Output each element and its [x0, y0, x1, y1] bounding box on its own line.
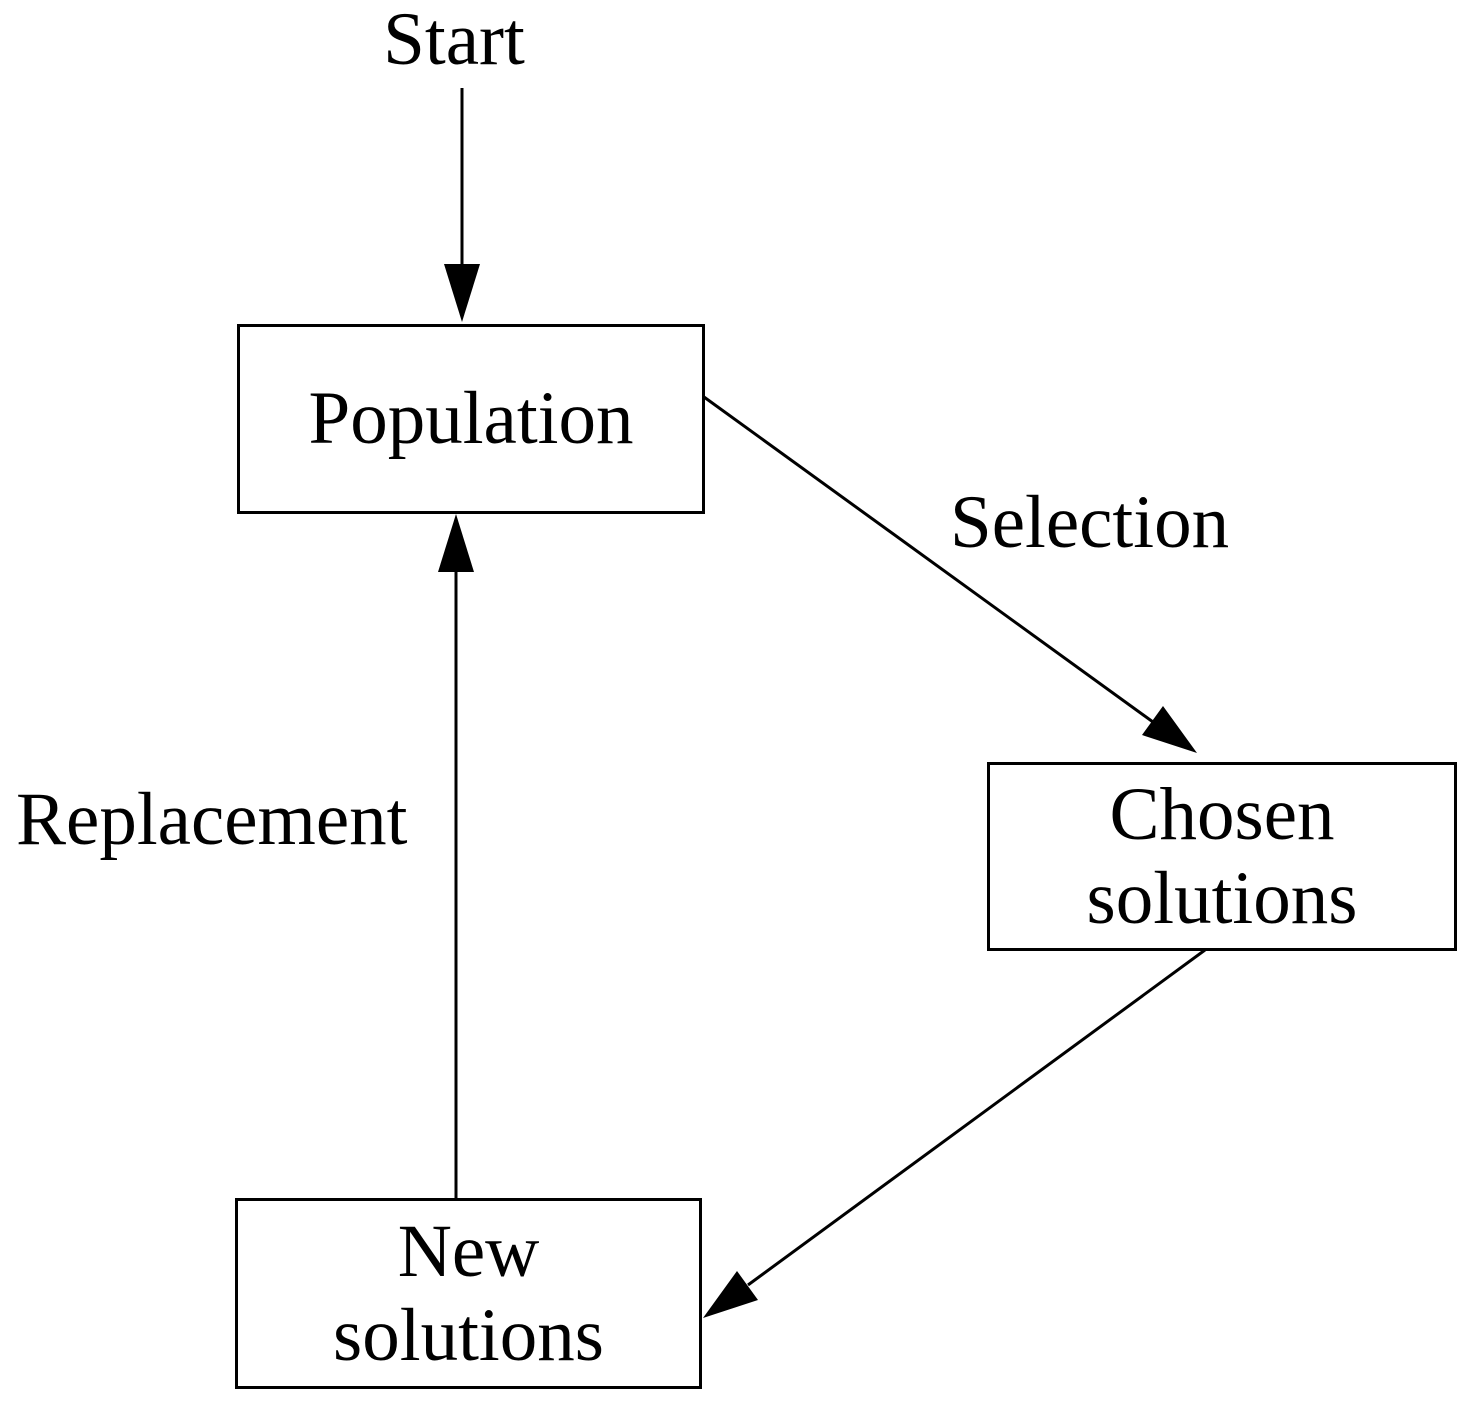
replacement-edge-label: Replacement — [16, 778, 408, 861]
chosen-to-new-arrow-line — [747, 948, 1206, 1287]
selection-arrow-line — [703, 395, 1154, 724]
chosen-to-new-arrow — [703, 948, 1206, 1318]
replacement-arrowhead-icon — [438, 514, 474, 572]
chosen-solutions-label-line1: Chosen — [1109, 772, 1335, 856]
population-node: Population — [237, 324, 705, 514]
selection-edge-label: Selection — [950, 481, 1230, 564]
selection-arrow — [703, 395, 1197, 753]
start-arrowhead-icon — [444, 264, 480, 322]
chosen-solutions-label-line2: solutions — [1086, 856, 1358, 940]
start-to-population-arrow — [444, 88, 480, 322]
chosen-to-new-arrowhead-icon — [703, 1271, 758, 1318]
start-label: Start — [383, 0, 525, 81]
new-solutions-node: New solutions — [235, 1198, 702, 1389]
population-node-label: Population — [308, 377, 634, 460]
new-solutions-label-line1: New — [397, 1209, 540, 1293]
replacement-arrow — [438, 514, 474, 1198]
chosen-solutions-node: Chosen solutions — [987, 762, 1457, 951]
new-solutions-label-line2: solutions — [333, 1293, 604, 1377]
selection-arrowhead-icon — [1142, 706, 1197, 753]
